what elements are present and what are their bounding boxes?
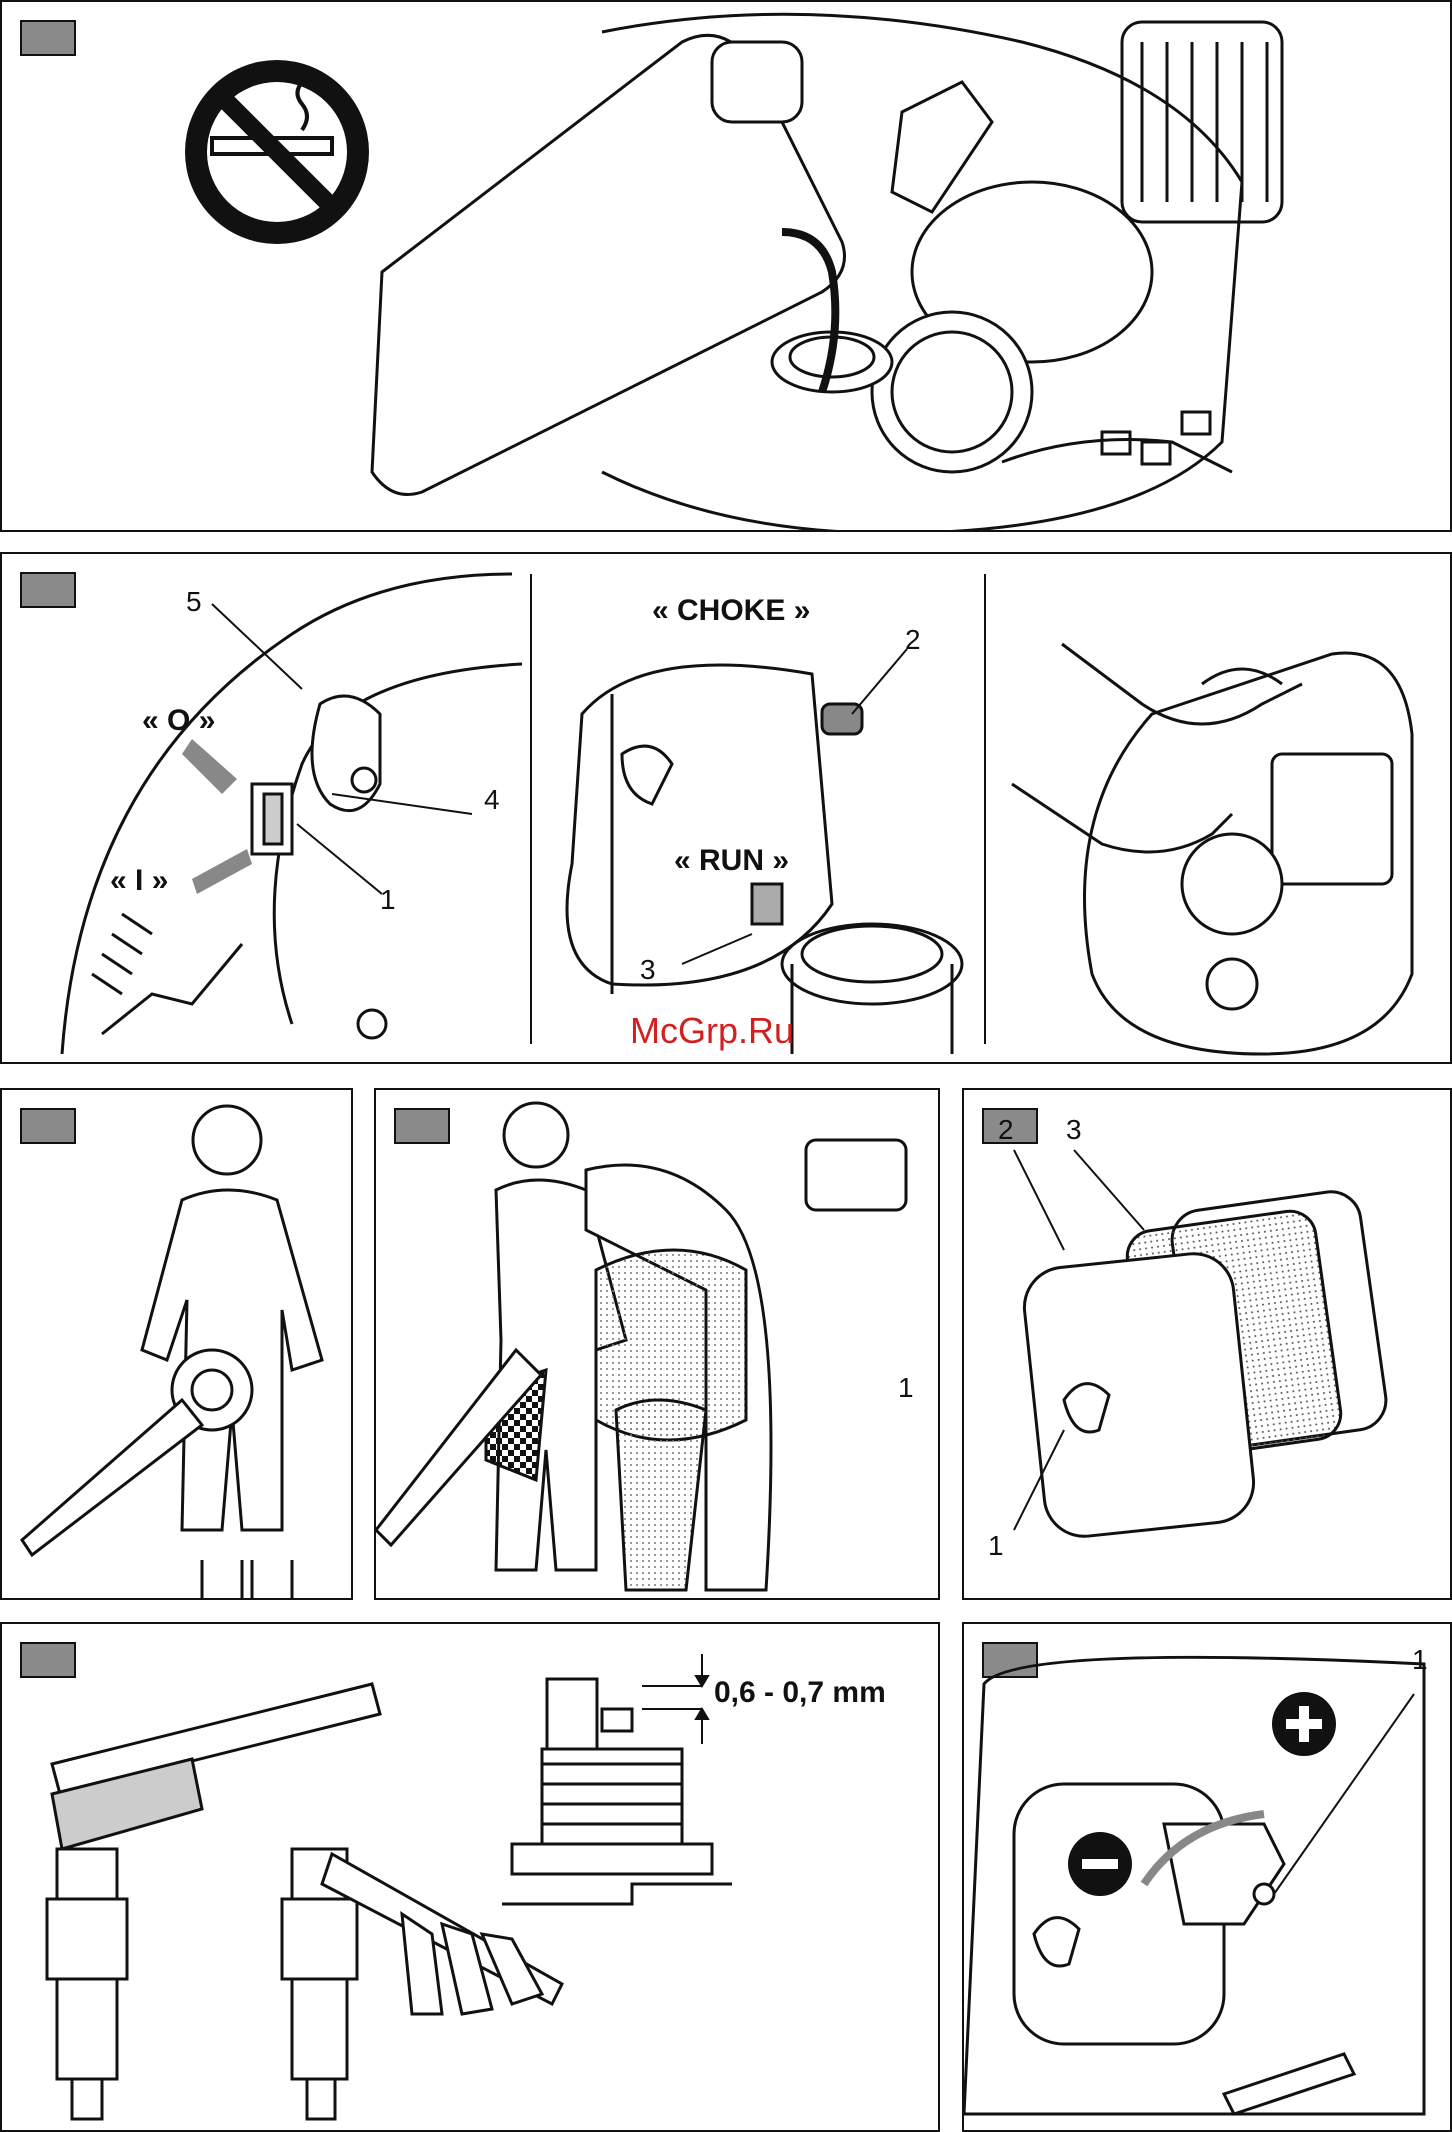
- callout-1: 1: [1412, 1644, 1428, 1676]
- on-label: « I »: [110, 864, 168, 898]
- panel-carb-adjust: 1: [962, 1622, 1452, 2132]
- controls-illustration: [2, 554, 1452, 1064]
- panel-spark-plug: 0,6 - 0,7 mm: [0, 1622, 940, 2132]
- callout-4: 4: [484, 784, 500, 816]
- arrow-icon: [192, 849, 252, 894]
- callout-3: 3: [640, 954, 656, 986]
- gap-label: 0,6 - 0,7 mm: [714, 1676, 886, 1710]
- panel-refuel: [0, 0, 1452, 532]
- panel-vacuum-use: 1: [374, 1088, 940, 1600]
- choke-label: « CHOKE »: [652, 594, 810, 628]
- callout-1: 1: [988, 1530, 1004, 1562]
- arrow-icon: [182, 739, 237, 794]
- off-label: « O »: [142, 704, 215, 738]
- watermark: McGrp.Ru: [630, 1010, 794, 1052]
- panel-controls: 5 « O » 4 « I » 1 « CHOKE » 2 « RUN » 3: [0, 552, 1452, 1064]
- vacuum-user-illustration: [376, 1090, 940, 1600]
- callout-3: 3: [1066, 1114, 1082, 1146]
- minus-icon: [1068, 1832, 1132, 1896]
- callout-1: 1: [380, 884, 396, 916]
- callout-2: 2: [998, 1114, 1014, 1146]
- panel-air-filter: 2 3 1: [962, 1088, 1452, 1600]
- no-smoking-icon: [185, 60, 369, 244]
- callout-5: 5: [186, 586, 202, 618]
- panel-blower-use: [0, 1088, 353, 1600]
- air-filter-illustration: [964, 1090, 1452, 1600]
- callout-2: 2: [905, 624, 921, 656]
- fuel-can: [372, 35, 845, 494]
- blower-user-illustration: [2, 1090, 353, 1600]
- run-label: « RUN »: [674, 844, 789, 878]
- refuel-illustration: [2, 2, 1452, 532]
- carb-adjust-illustration: [964, 1624, 1452, 2132]
- callout-1: 1: [898, 1372, 914, 1404]
- gap-dimension: [642, 1654, 708, 1744]
- plus-icon: [1272, 1692, 1336, 1756]
